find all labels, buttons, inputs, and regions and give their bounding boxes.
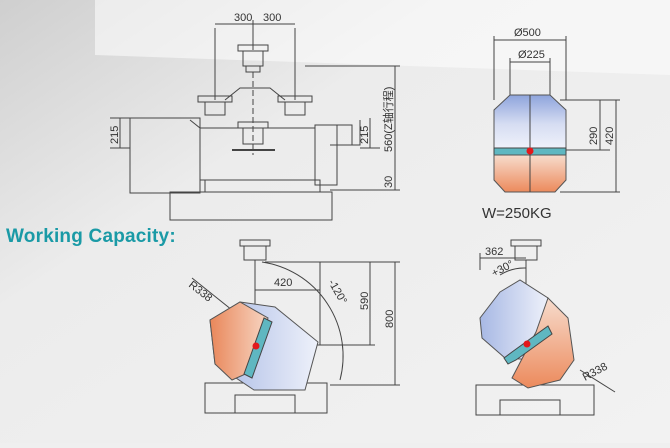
tilt-plus-30-view — [475, 239, 616, 416]
dim-215-left: 215 — [109, 126, 121, 144]
top-machine-view — [110, 20, 400, 221]
dim-290: 290 — [588, 127, 600, 145]
dim-362: 362 — [485, 246, 503, 258]
dim-d225: Ø225 — [518, 49, 545, 61]
dim-590: 590 — [359, 292, 371, 310]
tilt-right-center-dot — [523, 340, 531, 348]
background-light-band — [95, 0, 670, 75]
dim-30: 30 — [383, 176, 395, 188]
tilt-minus-120-view — [191, 239, 400, 414]
capacity-center-dot — [526, 147, 534, 155]
dim-d500: Ø500 — [514, 27, 541, 39]
dim-800: 800 — [384, 310, 396, 328]
working-capacity-heading: Working Capacity: — [6, 226, 176, 247]
dim-300-right: 300 — [263, 12, 281, 24]
capacity-envelope-view — [493, 36, 620, 193]
dim-420-right: 420 — [604, 127, 616, 145]
dim-300-left: 300 — [234, 12, 252, 24]
tilt-left-center-dot — [252, 342, 260, 350]
dim-215-right: 215 — [359, 126, 371, 144]
dim-420-tilt: 420 — [274, 277, 292, 289]
dim-560-z-travel: 560(Z轴行程) — [381, 87, 395, 152]
weight-label: W=250KG — [482, 205, 552, 222]
